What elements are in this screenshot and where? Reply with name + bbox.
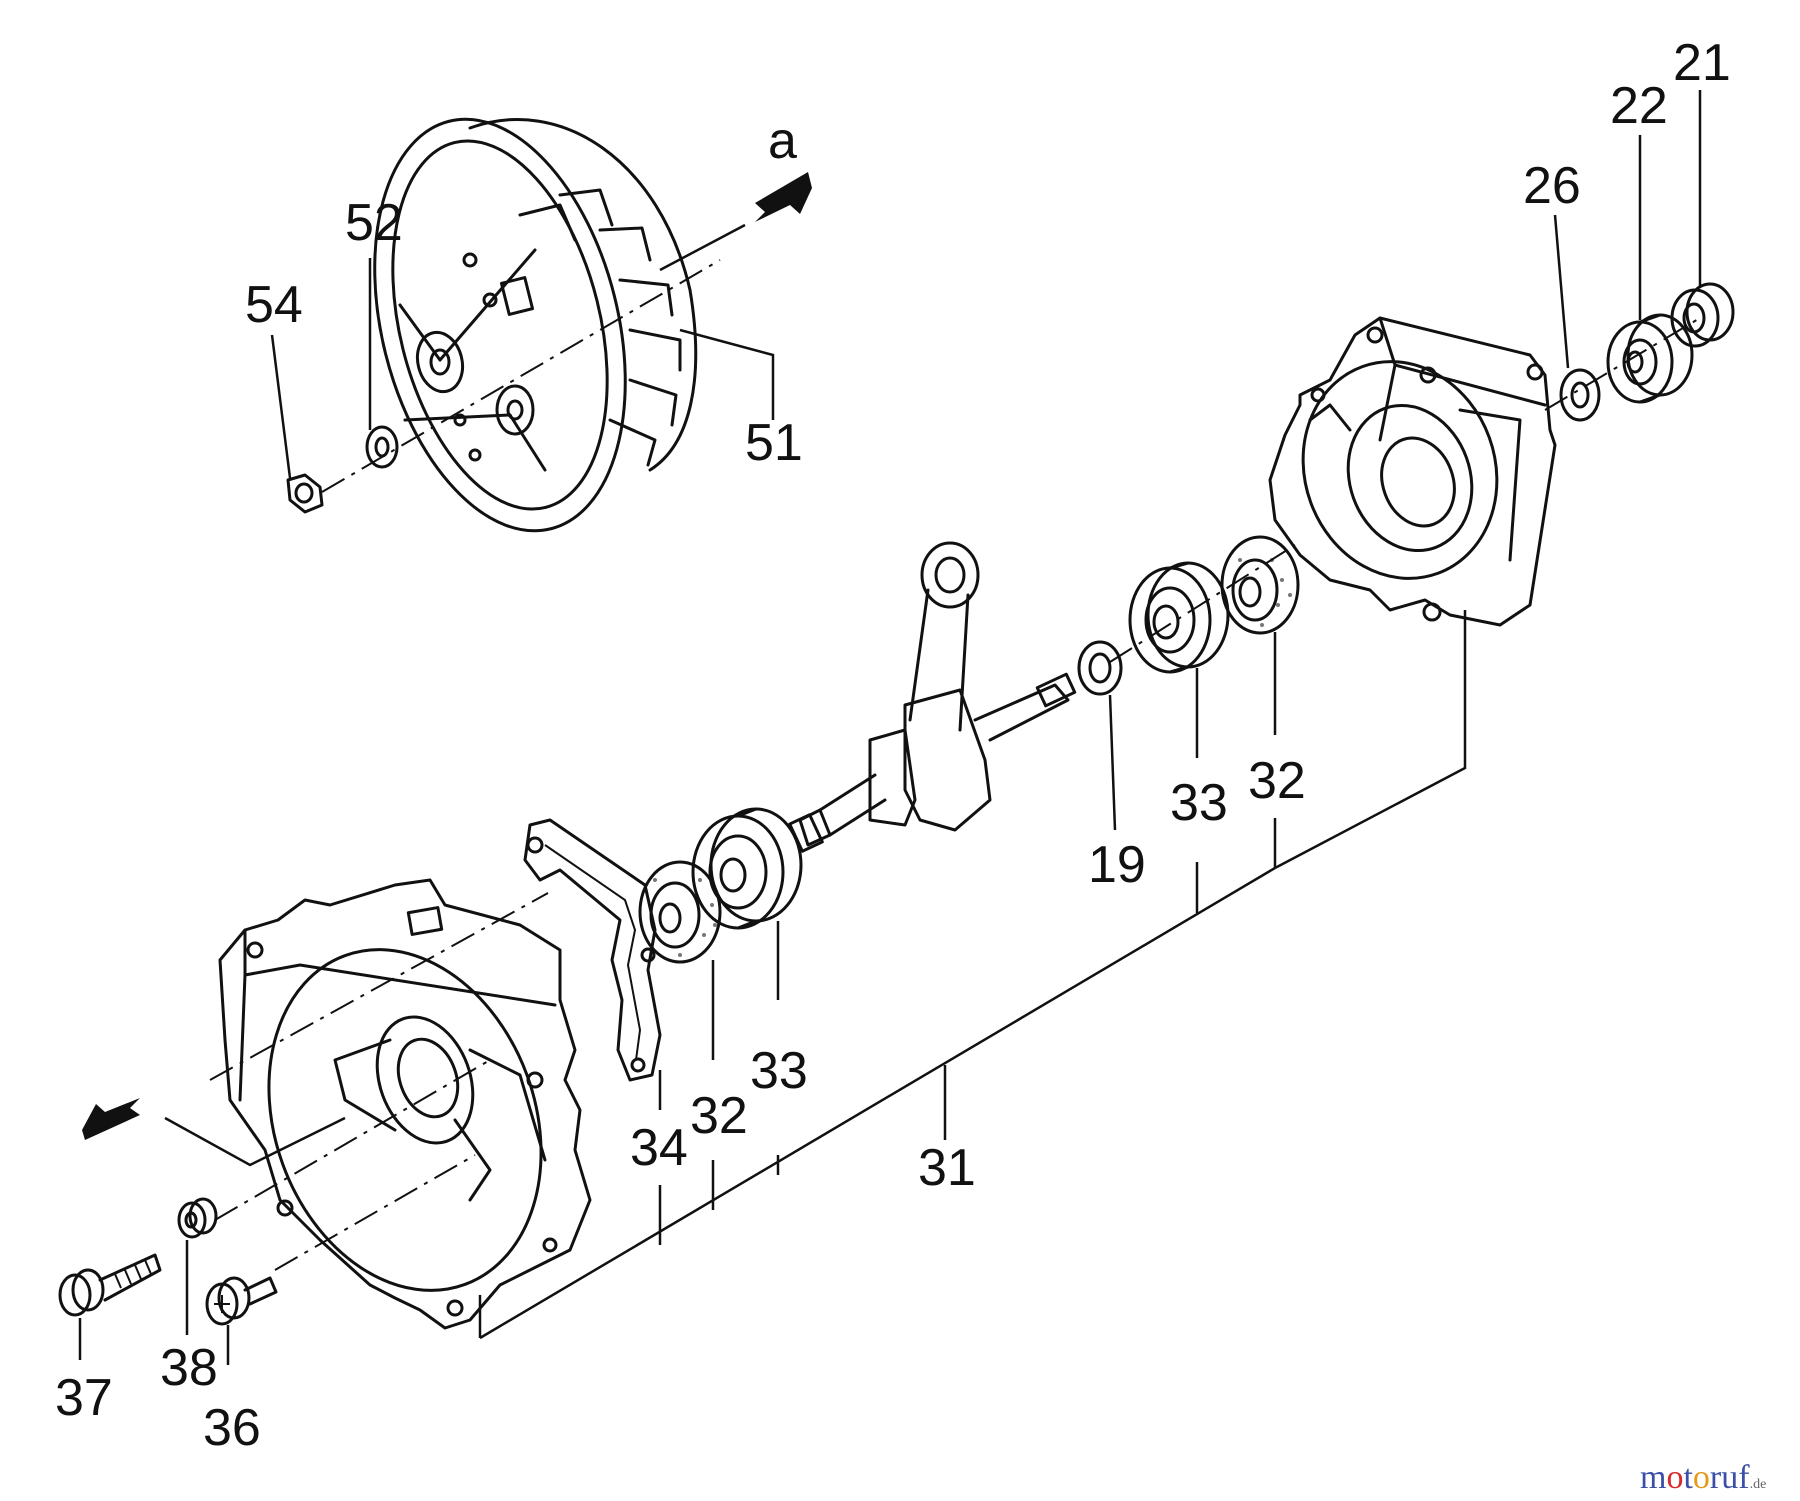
- watermark-text: motoruf.de: [1640, 1459, 1766, 1496]
- bearing-33-right: [1128, 561, 1230, 674]
- arrow-left-icon: [82, 1098, 346, 1167]
- crankshaft: [788, 541, 1077, 853]
- nut-54: [286, 473, 324, 514]
- arrow-a-icon: [659, 172, 812, 272]
- label-38: 38: [160, 1339, 218, 1397]
- label-54: 54: [245, 276, 303, 334]
- part-labels: 21 22 26 a 52 54 51 19 33 32 33 32 34 31…: [55, 34, 1731, 1457]
- crankcase-right: [1268, 316, 1557, 627]
- screw-36: [205, 1276, 278, 1326]
- bearing-32-left: [638, 860, 722, 964]
- label-26: 26: [1523, 157, 1581, 215]
- label-34: 34: [630, 1119, 688, 1177]
- bearing-33-left: [691, 807, 803, 930]
- gasket-34: [523, 818, 662, 1082]
- label-51: 51: [745, 414, 803, 472]
- leader-lines: [78, 90, 1702, 1365]
- crankcase-left: [218, 878, 592, 1330]
- label-33-left: 33: [750, 1042, 808, 1100]
- label-21: 21: [1673, 34, 1731, 92]
- label-32-right: 32: [1248, 752, 1306, 810]
- label-52: 52: [345, 194, 403, 252]
- washer-52: [365, 425, 399, 469]
- label-31: 31: [918, 1139, 976, 1197]
- watermark-logo: motoruf.de: [1640, 1459, 1766, 1496]
- label-22: 22: [1610, 77, 1668, 135]
- washer-38: [177, 1197, 218, 1239]
- label-37: 37: [55, 1369, 113, 1427]
- bushing-22: [1606, 313, 1694, 404]
- label-19: 19: [1088, 836, 1146, 894]
- label-36: 36: [203, 1399, 261, 1457]
- seal-19: [1077, 640, 1123, 696]
- seal-26: [1559, 368, 1601, 422]
- label-32-left: 32: [690, 1087, 748, 1145]
- flywheel: [373, 117, 698, 533]
- bolt-37: [58, 1253, 162, 1317]
- label-33-right: 33: [1170, 774, 1228, 832]
- label-a: a: [768, 112, 797, 170]
- nut-21: [1670, 282, 1735, 348]
